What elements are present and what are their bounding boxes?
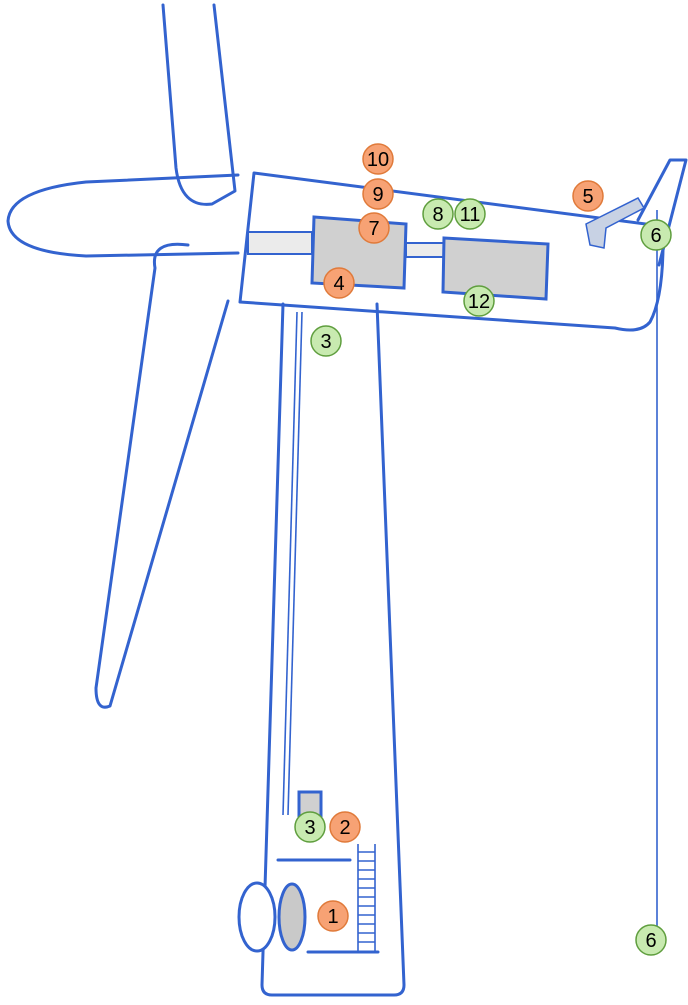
badge-8-label: 8 bbox=[432, 204, 443, 226]
high-speed-shaft bbox=[405, 242, 445, 258]
tail-vane bbox=[636, 158, 688, 267]
generator bbox=[441, 236, 550, 301]
badge-6-bottom: 6 bbox=[635, 924, 667, 956]
badge-6-top-label: 6 bbox=[650, 225, 661, 247]
badge-2-label: 2 bbox=[339, 817, 350, 839]
blade-left bbox=[6, 173, 240, 258]
badge-5: 5 bbox=[572, 180, 604, 212]
tower-cable-2 bbox=[287, 311, 303, 816]
badge-7: 7 bbox=[358, 212, 390, 244]
badge-3-top-label: 3 bbox=[320, 331, 331, 353]
badge-11-label: 11 bbox=[460, 204, 481, 226]
badges: 10 9 7 4 8 11 12 5 6 3 3 2 1 6 bbox=[294, 143, 672, 956]
transformer-left bbox=[237, 881, 277, 953]
badge-1-label: 1 bbox=[327, 906, 338, 928]
tower-outline bbox=[260, 302, 406, 997]
badge-11: 11 bbox=[454, 198, 486, 230]
badge-1: 1 bbox=[317, 900, 349, 932]
badge-3-bottom: 3 bbox=[294, 811, 326, 843]
badge-9: 9 bbox=[362, 178, 394, 210]
badge-12-label: 12 bbox=[468, 291, 490, 313]
badge-10: 10 bbox=[362, 143, 394, 175]
badge-10-label: 10 bbox=[367, 149, 389, 171]
badge-8: 8 bbox=[422, 198, 454, 230]
badge-4-label: 4 bbox=[333, 273, 344, 295]
badge-6-bottom-label: 6 bbox=[645, 930, 656, 952]
badge-3-bottom-label: 3 bbox=[304, 817, 315, 839]
ladder bbox=[357, 844, 376, 952]
badge-6-top: 6 bbox=[640, 219, 672, 251]
badge-9-label: 9 bbox=[372, 184, 383, 206]
wind-sensor bbox=[585, 197, 646, 249]
main-shaft bbox=[247, 231, 313, 255]
transformer-right bbox=[277, 882, 307, 952]
blade-upper bbox=[161, 3, 237, 206]
badge-7-label: 7 bbox=[368, 218, 379, 240]
tower-cable-1 bbox=[282, 311, 298, 816]
badge-2: 2 bbox=[329, 811, 361, 843]
badge-12: 12 bbox=[463, 285, 495, 317]
blade-lower bbox=[94, 242, 230, 709]
badge-3-top: 3 bbox=[310, 325, 342, 357]
badge-4: 4 bbox=[323, 267, 355, 299]
badge-5-label: 5 bbox=[582, 186, 593, 208]
